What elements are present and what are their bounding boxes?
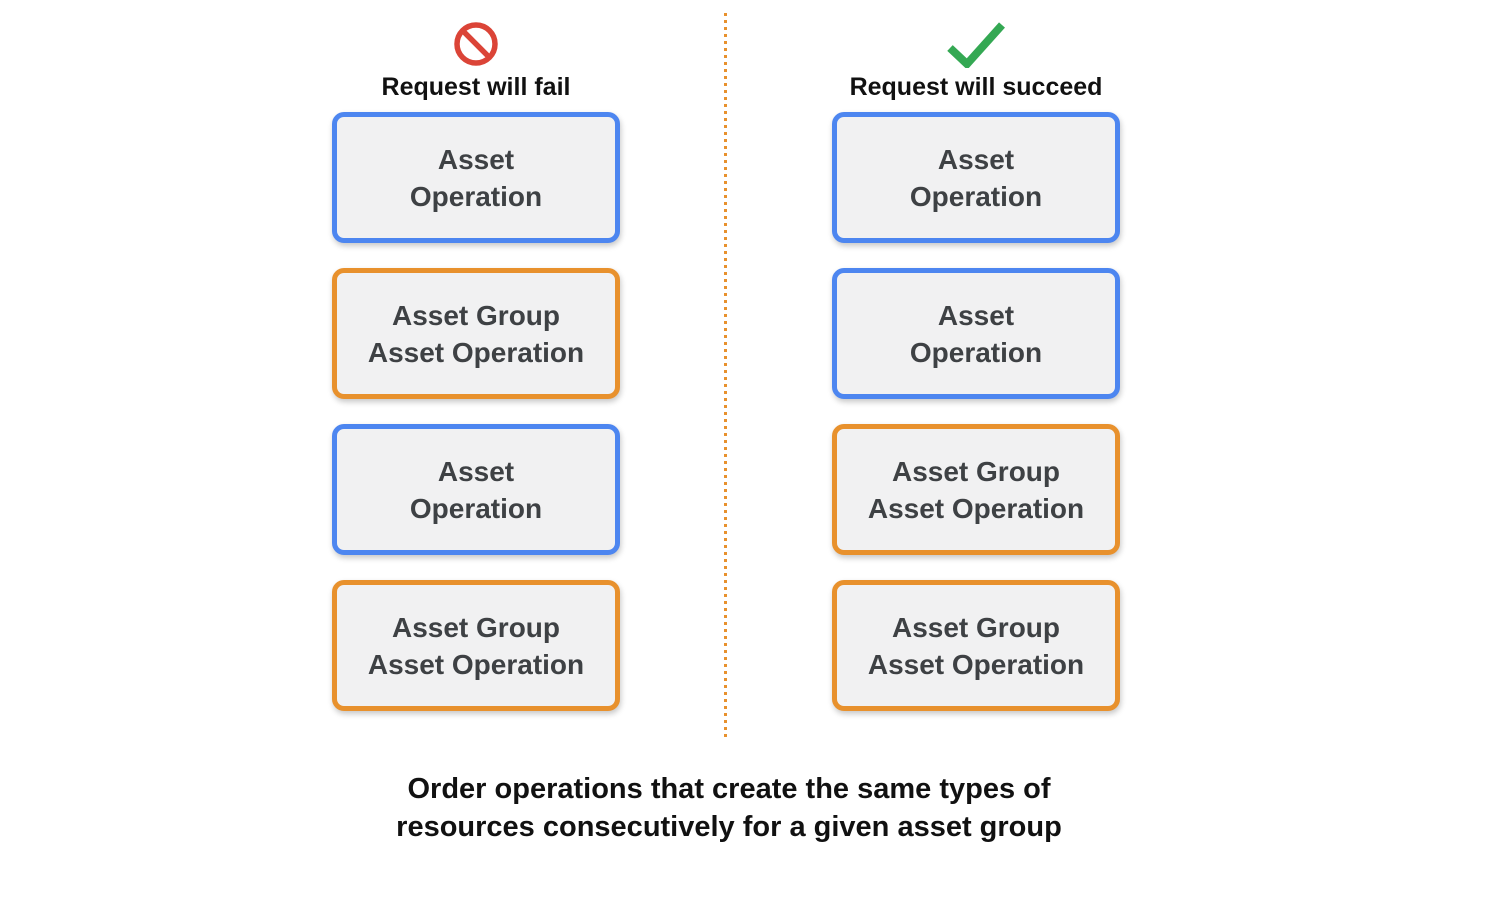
- operation-box-label: Asset: [437, 143, 515, 175]
- operation-box-label: Asset Group: [891, 455, 1061, 487]
- operation-box-label: Operation: [409, 180, 543, 212]
- operation-box-label: Operation: [409, 492, 543, 524]
- operation-box-label: Asset: [937, 143, 1015, 175]
- operation-box-label: Operation: [909, 336, 1043, 368]
- succeed-column: Request will succeed Asset Operation Ass…: [832, 0, 1120, 711]
- prohibition-icon: [454, 22, 498, 68]
- operation-box: Asset Group Asset Operation: [332, 580, 620, 711]
- operation-box: Asset Group Asset Operation: [832, 580, 1120, 711]
- fail-column: Request will fail Asset Operation Asset …: [332, 0, 620, 711]
- operation-box-label: Asset: [437, 455, 515, 487]
- operation-box-label: Asset Group: [391, 611, 561, 643]
- operation-box-label: Asset Group: [391, 299, 561, 331]
- operation-box-label: Asset Operation: [367, 648, 585, 680]
- operation-box-label: Asset Operation: [867, 492, 1085, 524]
- succeed-column-title: Request will succeed: [849, 73, 1103, 101]
- fail-column-title: Request will fail: [381, 73, 571, 101]
- operation-box: Asset Operation: [332, 112, 620, 243]
- operation-box-label: Asset Group: [891, 611, 1061, 643]
- operation-box: Asset Operation: [832, 112, 1120, 243]
- caption-line: resources consecutively for a given asse…: [396, 811, 1062, 843]
- operation-box-label: Asset: [937, 299, 1015, 331]
- operation-box: Asset Group Asset Operation: [332, 268, 620, 399]
- caption: Order operations that create the same ty…: [276, 770, 1182, 846]
- caption-line: Order operations that create the same ty…: [407, 773, 1051, 805]
- operation-box-label: Operation: [909, 180, 1043, 212]
- operation-box: Asset Operation: [832, 268, 1120, 399]
- operation-box-label: Asset Operation: [867, 648, 1085, 680]
- column-divider: [724, 13, 727, 738]
- operation-box-label: Asset Operation: [367, 336, 585, 368]
- operation-box: Asset Operation: [332, 424, 620, 555]
- checkmark-icon: [947, 22, 1005, 68]
- operation-box: Asset Group Asset Operation: [832, 424, 1120, 555]
